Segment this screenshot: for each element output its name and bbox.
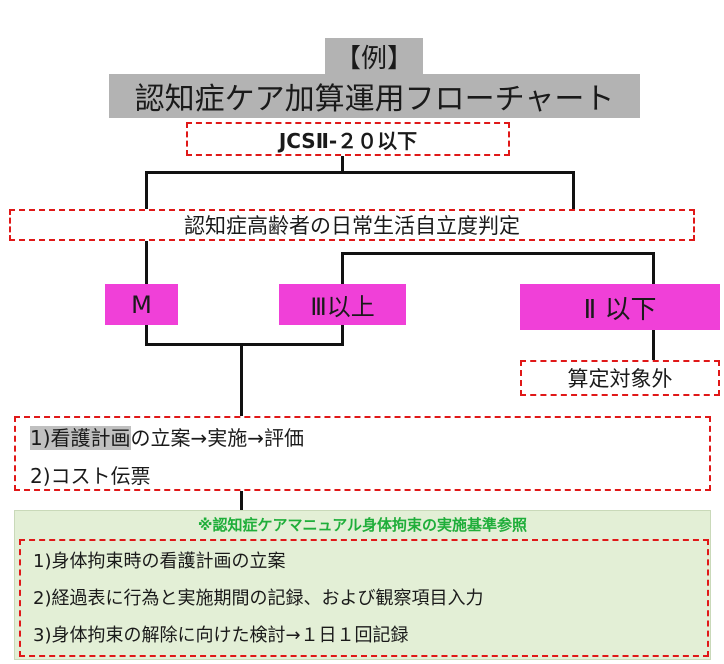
connector-line — [240, 343, 243, 416]
connector-line — [572, 171, 575, 209]
jcs-criteria-box: JCSⅡ-２０以下 — [186, 122, 510, 156]
plan-item-2: 2)コスト伝票 — [30, 464, 151, 488]
level-m-label: M — [131, 290, 152, 319]
level-3-or-above-box: Ⅲ以上 — [279, 284, 406, 325]
restraint-item-3: 3)身体拘束の解除に向けた検討→１日１回記録 — [33, 625, 409, 646]
level-3-or-above-label: Ⅲ以上 — [310, 293, 375, 321]
restraint-item-2: 2)経過表に行為と実施期間の記録、および観察項目入力 — [33, 588, 484, 609]
plan-item-1-highlight: 1)看護計画 — [30, 426, 131, 450]
connector-line — [652, 330, 655, 360]
restraint-item-1: 1)身体拘束時の看護計画の立案 — [33, 551, 286, 572]
connector-line — [145, 171, 575, 174]
assessment-text: 認知症高齢者の日常生活自立度判定 — [184, 214, 520, 238]
level-2-or-below-label: Ⅱ 以下 — [583, 294, 657, 325]
restraint-section: ※認知症ケアマニュアル身体拘束の実施基準参照 1)身体拘束時の看護計画の立案 2… — [14, 510, 711, 660]
connector-line — [341, 252, 655, 255]
restraint-heading: ※認知症ケアマニュアル身体拘束の実施基準参照 — [197, 516, 528, 534]
plan-item-1-rest: の立案→実施→評価 — [130, 426, 305, 450]
plan-item-1: 1)看護計画の立案→実施→評価 — [30, 422, 304, 451]
level-2-or-below-box: Ⅱ 以下 — [520, 284, 720, 330]
not-applicable-text: 算定対象外 — [567, 367, 673, 391]
connector-line — [145, 240, 148, 285]
jcs-criteria-text: JCSⅡ-２０以下 — [278, 128, 418, 153]
example-label: 【例】 — [325, 38, 423, 74]
connector-line — [145, 325, 148, 345]
connector-line — [145, 343, 344, 346]
connector-line — [240, 490, 243, 510]
connector-line — [341, 252, 344, 285]
connector-line — [145, 171, 148, 209]
not-applicable-box: 算定対象外 — [520, 360, 720, 396]
connector-line — [652, 252, 655, 285]
assessment-box: 認知症高齢者の日常生活自立度判定 — [9, 209, 695, 241]
connector-line — [341, 156, 344, 171]
nursing-plan-box: 1)看護計画の立案→実施→評価 2)コスト伝票 — [14, 416, 711, 491]
page-title: 認知症ケア加算運用フローチャート — [109, 74, 640, 118]
connector-line — [341, 325, 344, 345]
level-m-box: M — [105, 284, 178, 325]
restraint-items-box: 1)身体拘束時の看護計画の立案 2)経過表に行為と実施期間の記録、および観察項目… — [19, 539, 709, 657]
